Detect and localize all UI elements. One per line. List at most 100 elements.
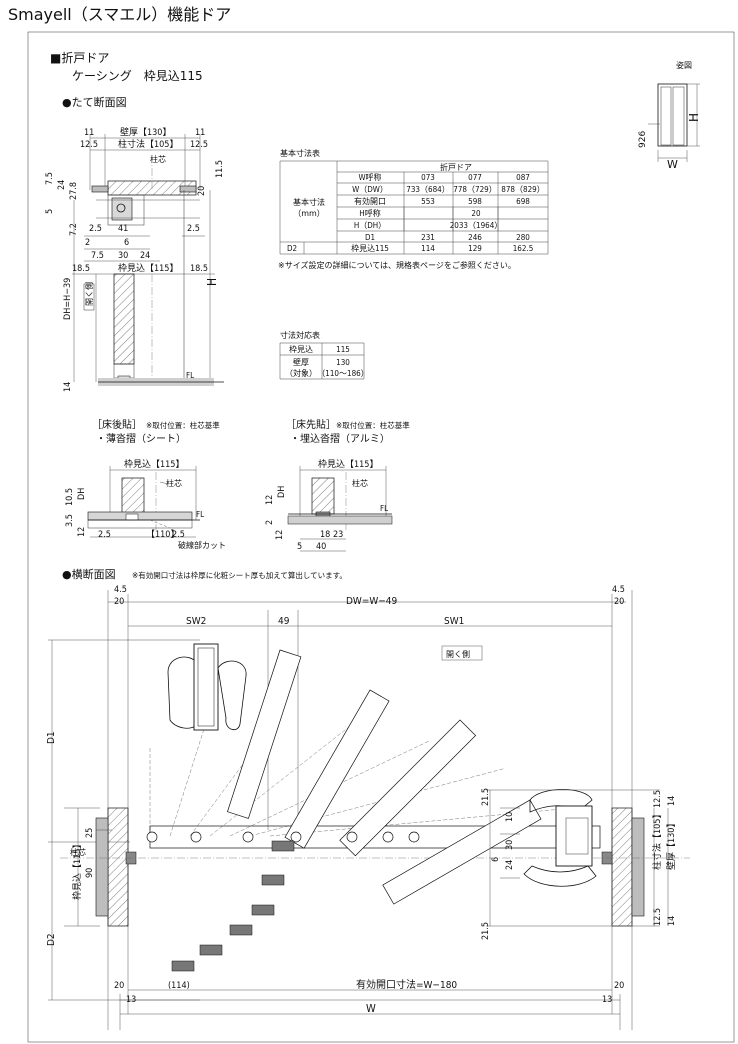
hinge-circle	[290, 831, 302, 843]
vs-dim-wall: 壁厚【130】	[120, 126, 171, 138]
bt-row-label: 枠見込115	[351, 243, 389, 253]
floor-left-2-5-a: 2.5	[98, 530, 111, 540]
vs-dim-24: 24	[57, 180, 67, 190]
bt-cell: 114	[421, 244, 435, 253]
hs-core: 柱芯	[70, 847, 86, 857]
floor-right-dh: DH	[277, 486, 287, 498]
bt-cell: 698	[516, 197, 530, 206]
elevation-h-label: H	[687, 113, 701, 122]
hs-dim-pillar-right: 柱寸法【105】	[651, 810, 663, 870]
elevation-title: 姿図	[676, 60, 692, 70]
vs-dim-27-8: 27.8	[69, 182, 79, 200]
vs-dim-20: 20	[197, 186, 207, 196]
hs-dim-30: 30	[505, 840, 515, 850]
hs-dim-13-right: 13	[602, 995, 612, 1005]
bt-cell: 077	[468, 173, 482, 182]
basic-table-group-label: 基本寸法	[293, 197, 325, 207]
hs-dim-49: 49	[278, 616, 290, 627]
bt-row-label: W呼称	[358, 172, 381, 182]
bt-cell: 087	[516, 173, 530, 182]
hs-dim-24: 24	[505, 860, 515, 870]
corr-value: 130	[336, 358, 350, 367]
elevation-w-label: W	[667, 158, 678, 171]
bt-row-label: H呼称	[359, 208, 380, 218]
sheet-border	[27, 31, 735, 1043]
vs-dim-6: 6	[124, 238, 129, 248]
floor-right-12-a: 12	[265, 495, 275, 505]
floor-left-subtitle: ・薄沓摺（シート）	[96, 432, 186, 445]
floor-left-12: 12	[77, 527, 87, 537]
vertical-section: ●たて断面図 11 壁厚【130】 11 12.5 柱寸法【105】 12.5 …	[45, 95, 225, 392]
hinge-circle	[382, 831, 394, 843]
floor-left-2-5-b: 2.5	[172, 530, 185, 540]
floor-left-dh: DH	[77, 488, 87, 500]
corr-label: （対象）	[285, 368, 317, 378]
floor-left-core: 柱芯	[166, 478, 182, 488]
hs-dim-20-bottom-right: 20	[614, 981, 624, 991]
floor-right-depth: 枠見込【115】	[318, 458, 378, 470]
floor-right-40: 40	[316, 542, 326, 552]
bt-cell: 073	[421, 173, 435, 182]
floor-left-title: ［床後貼］	[92, 418, 142, 431]
hs-dim-sw2: SW2	[186, 616, 206, 627]
section-type: ■折戸ドア	[50, 50, 109, 65]
bt-row-label: 有効開口	[354, 196, 386, 206]
bt-row-pre: D2	[287, 244, 297, 253]
corr-table-caption: 寸法対応表	[280, 330, 320, 340]
hinge-block	[171, 960, 195, 972]
hs-dim-dw: DW=W−49	[346, 596, 398, 607]
vs-dim-11-right: 11	[195, 128, 205, 138]
hs-dim-4-5-left: 4.5	[114, 585, 127, 595]
corr-value: 115	[336, 345, 350, 354]
basic-dimension-table: 基本寸法表 折戸ドア 基本寸法 （mm） W呼称 073 077 087 W（D…	[278, 148, 549, 270]
floor-left-depth: 枠見込【115】	[124, 458, 184, 470]
corr-label: 枠見込	[289, 344, 313, 354]
hinge-circle	[242, 831, 254, 843]
bt-cell: 246	[468, 233, 482, 242]
floor-left-note: ※取付位置：柱芯基準	[146, 420, 220, 430]
bt-cell: 553	[421, 197, 435, 206]
vs-core-label: 柱芯	[150, 154, 166, 164]
folding-leaves	[146, 649, 601, 972]
floor-right-note: ※取付位置：柱芯基準	[336, 420, 410, 430]
floor-left-fl: FL	[196, 510, 204, 519]
vs-dim-2-5-a: 2.5	[89, 224, 102, 234]
vs-dim-2: 2	[85, 238, 90, 248]
hinge-circle	[346, 831, 358, 843]
hinge-block	[261, 874, 285, 886]
basic-table-door-type: 折戸ドア	[440, 162, 472, 172]
hinge-circle	[408, 831, 420, 843]
hs-dim-14-top: 14	[667, 796, 677, 806]
leaf-panel	[227, 649, 302, 819]
correspondence-table: 寸法対応表 枠見込 115 壁厚 130 （対象） （110～186）	[279, 330, 369, 380]
vs-dim-11-left: 11	[84, 128, 94, 138]
hs-dim-20-right: 20	[614, 597, 624, 607]
vs-dim-11-5: 11.5	[215, 160, 225, 178]
corr-value: （110～186）	[317, 369, 368, 378]
hs-dim-114: (114)	[168, 981, 190, 991]
hinge-circle	[190, 831, 202, 843]
vs-dim-41: 41	[118, 224, 128, 234]
vs-dim-14: 14	[63, 382, 73, 392]
hs-dim-12-5-bottom: 12.5	[653, 908, 663, 926]
bt-cell: 129	[468, 244, 482, 253]
hinge-block	[229, 924, 253, 936]
leaf-panel	[284, 689, 390, 849]
bt-cell: 162.5	[513, 244, 534, 253]
hs-dim-12-5-top: 12.5	[653, 790, 663, 808]
hs-dim-90: 90	[85, 868, 95, 878]
vs-fl: FL	[186, 371, 194, 380]
floor-right-core: 柱芯	[352, 478, 368, 488]
floor-right-2: 2	[265, 520, 275, 525]
floor-detail-before: ［床先貼］ ※取付位置：柱芯基準 ・埋込沓摺（アルミ） 枠見込【115】 柱芯 …	[265, 418, 410, 552]
hinge-block	[271, 840, 295, 852]
bt-cell: 280	[516, 233, 530, 242]
hs-dim-effective: 有効開口寸法=W−180	[356, 978, 457, 991]
leaf-panel	[382, 799, 542, 905]
elevation-diagram: 姿図 H W 926	[638, 60, 701, 171]
leaf-arc-line	[169, 730, 204, 837]
hinge-block	[251, 904, 275, 916]
bt-cell: 598	[468, 197, 482, 206]
bt-cell: 878（829）	[501, 185, 544, 194]
floor-right-title: ［床先貼］	[286, 418, 336, 431]
